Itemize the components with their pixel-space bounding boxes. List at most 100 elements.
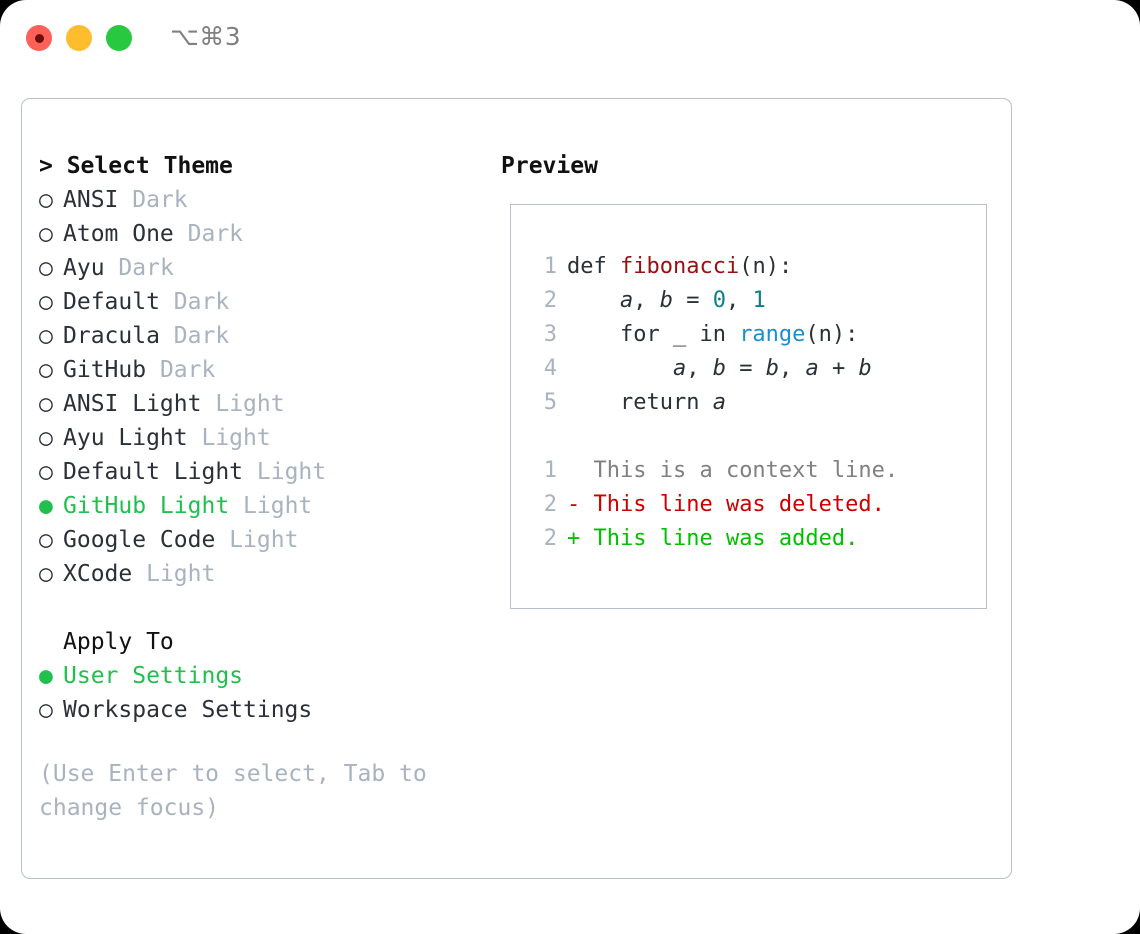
theme-list-item[interactable]: ○Ayu Light Light <box>39 421 489 455</box>
line-number: 3 <box>543 322 557 347</box>
code-token: 0 <box>712 288 726 313</box>
code-line: 5 return a <box>533 386 976 420</box>
radio-unselected-icon: ○ <box>39 289 53 315</box>
theme-list-item[interactable]: ○XCode Light <box>39 557 489 591</box>
diff-text: This line was deleted. <box>580 492 885 517</box>
code-token: a <box>672 356 687 381</box>
code-token: a <box>805 356 819 381</box>
theme-variant-tag: Dark <box>187 221 244 247</box>
title-bar: ⌥⌘3 <box>0 0 1140 78</box>
apply-to-label: User Settings <box>63 663 244 689</box>
diff-block: 1 This is a context line.2- This line wa… <box>533 454 976 556</box>
preview-column: Preview <box>501 149 996 183</box>
code-token: b <box>659 288 673 313</box>
code-token: (n): <box>805 322 859 347</box>
code-token: b <box>858 356 872 381</box>
theme-name: Ayu <box>63 255 105 281</box>
theme-variant-tag: Light <box>201 425 271 451</box>
theme-list-item[interactable]: ○Ayu Dark <box>39 251 489 285</box>
code-token: 1 <box>752 288 766 313</box>
theme-variant-tag: Light <box>256 459 327 485</box>
code-token: range <box>739 322 806 347</box>
line-number: 1 <box>543 254 557 279</box>
code-token: b <box>712 356 726 381</box>
theme-list-item[interactable]: ●GitHub Light Light <box>39 489 489 523</box>
theme-list-item[interactable]: ○GitHub Dark <box>39 353 489 387</box>
theme-list-item[interactable]: ○ ANSI Light Light <box>39 387 489 421</box>
radio-unselected-icon: ○ <box>39 425 53 451</box>
apply-to-option[interactable]: ●User Settings <box>39 659 489 693</box>
theme-variant-tag: Light <box>229 527 299 553</box>
code-token: fibonacci <box>619 254 740 279</box>
line-number: 4 <box>543 356 557 381</box>
code-token: for _ in <box>567 322 740 347</box>
theme-list-item[interactable]: ○ Atom One Dark <box>39 217 489 251</box>
line-number: 2 <box>543 492 557 517</box>
radio-unselected-icon: ○ <box>39 561 53 587</box>
code-line: 3 for _ in range(n): <box>533 318 976 352</box>
theme-list-item[interactable]: ○ANSI Dark <box>39 183 489 217</box>
code-token: , <box>778 356 806 381</box>
code-token: def <box>567 254 620 279</box>
theme-name: GitHub <box>63 357 147 383</box>
code-token: + <box>818 356 859 381</box>
radio-unselected-icon: ○ <box>39 221 53 247</box>
code-token: , <box>725 288 753 313</box>
theme-list-item[interactable]: ○Default Dark <box>39 285 489 319</box>
radio-unselected-icon: ○ <box>39 187 53 213</box>
diff-sign: + <box>567 526 581 551</box>
apply-to-list[interactable]: ●User Settings ○ Workspace Settings <box>39 659 489 727</box>
diff-sign: - <box>567 492 581 517</box>
code-line: 4 a, b = b, a + b <box>533 352 976 386</box>
apply-to-label: Workspace Settings <box>63 697 313 723</box>
main-panel: > Select Theme ○ANSI Dark○Atom One Dark○… <box>21 98 1012 879</box>
diff-text: This is a context line. <box>580 458 899 483</box>
radio-unselected-icon: ○ <box>39 357 53 383</box>
code-token: return <box>567 390 713 415</box>
theme-list-item[interactable]: ○Default Light Light <box>39 455 489 489</box>
theme-variant-tag: Light <box>243 493 313 519</box>
code-token: , <box>686 356 713 381</box>
zoom-button-icon[interactable] <box>106 25 132 51</box>
theme-variant-tag: Dark <box>132 187 188 213</box>
theme-variant-tag: Light <box>215 391 285 417</box>
theme-name: ANSI Light <box>63 391 202 417</box>
theme-name: Dracula <box>63 323 160 349</box>
theme-name: Default <box>63 289 160 315</box>
radio-selected-icon: ● <box>39 493 53 519</box>
code-token <box>567 288 620 313</box>
diff-sign <box>567 458 580 483</box>
code-token: a <box>619 288 634 313</box>
code-line: 1 def fibonacci(n): <box>533 250 976 284</box>
theme-name: XCode <box>63 561 133 587</box>
code-diff-separator <box>533 420 976 454</box>
theme-list[interactable]: ○ANSI Dark○Atom One Dark○Ayu Dark○Defaul… <box>39 183 489 591</box>
theme-variant-tag: Dark <box>173 323 230 349</box>
theme-name: Atom One <box>63 221 174 247</box>
preview-heading: Preview <box>501 153 598 179</box>
radio-unselected-icon: ○ <box>39 459 53 485</box>
radio-unselected-icon: ○ <box>39 697 53 723</box>
close-button-icon[interactable] <box>26 25 52 51</box>
minimize-button-icon[interactable] <box>66 25 92 51</box>
section-spacer <box>39 591 489 625</box>
theme-list-item[interactable]: ○Google Code Light <box>39 523 489 557</box>
radio-unselected-icon: ○ <box>39 391 53 417</box>
theme-picker-column: > Select Theme ○ANSI Dark○Atom One Dark○… <box>39 149 489 825</box>
line-number: 2 <box>543 526 557 551</box>
line-number: 2 <box>543 288 557 313</box>
diff-line: 2- This line was deleted. <box>533 488 976 522</box>
keyboard-hint-text: (Use Enter to select, Tab to change focu… <box>39 761 427 821</box>
select-theme-heading: > Select Theme <box>39 153 233 179</box>
theme-list-item[interactable]: ○Dracula Dark <box>39 319 489 353</box>
code-token: , <box>633 288 660 313</box>
theme-variant-tag: Dark <box>118 255 174 281</box>
apply-to-option[interactable]: ○ Workspace Settings <box>39 693 489 727</box>
diff-line: 1 This is a context line. <box>533 454 976 488</box>
line-number: 1 <box>543 458 557 483</box>
code-token: b <box>765 356 779 381</box>
line-number: 5 <box>543 390 557 415</box>
code-token: (n): <box>739 254 793 279</box>
